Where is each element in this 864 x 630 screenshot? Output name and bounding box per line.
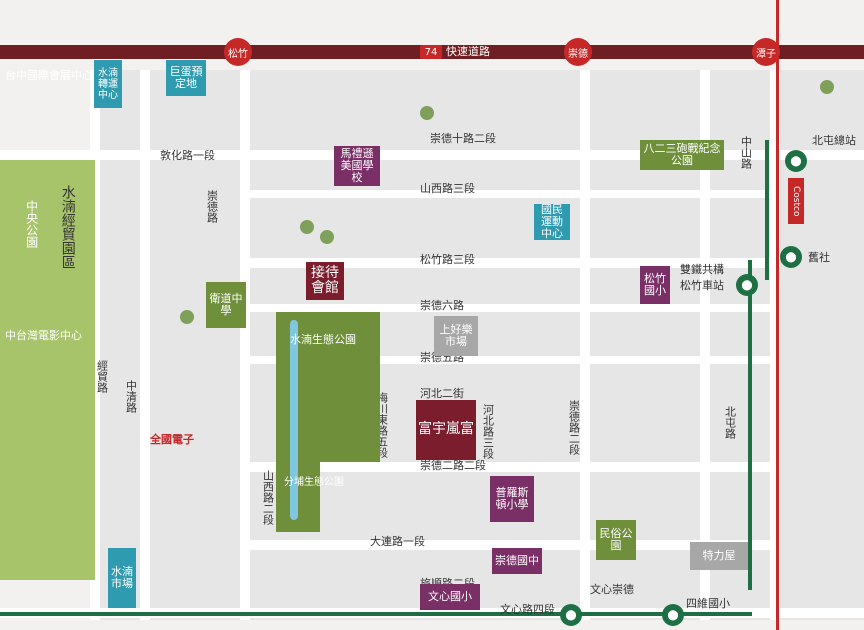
station-chongde: ⬤ — [560, 604, 582, 626]
road-vertical — [140, 70, 150, 620]
central-park-label: 中央公園 — [24, 200, 39, 248]
film-center-label: 中台灣電影中心 — [5, 329, 82, 342]
road-label: 旅順路二段 — [420, 578, 475, 590]
poi-wenxin-elem: 文心國小 — [420, 584, 480, 610]
road-label: 敦化路一段 — [160, 149, 215, 162]
poi-gym: 國民運動中心 — [534, 203, 570, 240]
road-label-vertical: 崇德路 — [205, 190, 219, 223]
station-label: 文心崇德 — [590, 583, 634, 596]
road-vertical — [240, 70, 250, 620]
shuinan-trade-park — [0, 160, 95, 580]
interchange-badge: 潭子 — [752, 38, 780, 66]
road-vertical — [700, 70, 710, 620]
poi-weidao: 衛道中學 — [206, 282, 246, 328]
road-horizontal — [250, 304, 770, 312]
station-siwei: ⬤ — [662, 604, 684, 626]
tree-icon — [180, 310, 194, 324]
road-label: 大連路一段 — [370, 535, 425, 548]
rail-red — [776, 0, 779, 630]
road-label-vertical: 崇德路二段 — [567, 400, 581, 455]
road-label: 河北二街 — [420, 387, 464, 400]
poi-songzhu-elem: 松竹國小 — [640, 266, 670, 304]
fenyuan-label: 分埔生態公園 — [284, 477, 344, 488]
road-horizontal — [250, 356, 770, 364]
road-label: 文心路四段 — [500, 603, 555, 616]
poi-minsu-park: 民俗公園 — [596, 520, 636, 560]
road-label-vertical: 中清路 — [124, 380, 138, 413]
station-label: 北屯總站 — [812, 134, 856, 147]
road-vertical — [90, 70, 100, 620]
road-horizontal — [250, 462, 770, 472]
rail-green-curve — [765, 140, 769, 280]
exhibition-label: 台中國際會展中心 — [5, 69, 93, 82]
road-label: 松竹路三段 — [420, 253, 475, 266]
rail-green — [748, 260, 752, 590]
tree-icon — [320, 230, 334, 244]
station-beitun: ⬤ — [785, 150, 807, 172]
poi-putian: 普羅斯頓小學 — [490, 476, 534, 522]
station-label: 松竹車站 — [680, 279, 724, 292]
poi-morrison-school: 馬禮遜美國學校 — [334, 146, 380, 186]
station-songzhu: ⬤ — [736, 274, 758, 296]
interchange-label: 潭子 — [756, 48, 776, 60]
freeway-name: 快速道路 — [446, 45, 490, 58]
tree-icon — [300, 220, 314, 234]
interchange-badge: 崇德 — [564, 38, 592, 66]
costco-sign: Costco — [788, 178, 804, 224]
rail-green-bottom — [0, 612, 752, 616]
road-label-vertical: 經貿路 — [95, 360, 109, 393]
poi-dome-site: 巨蛋預定地 — [166, 60, 206, 96]
road-horizontal — [250, 540, 770, 550]
interchange-badge: 松竹 — [224, 38, 252, 66]
road-horizontal — [250, 190, 770, 198]
station-jiushe: ⬤ — [780, 246, 802, 268]
legend-quanguo: 全國電子 — [150, 433, 194, 446]
poi-shanghao-market: 上好樂市場 — [434, 316, 478, 356]
road-label-vertical: 山西路二段 — [261, 470, 275, 525]
road-label: 崇德五路 — [420, 351, 464, 364]
tree-icon — [420, 106, 434, 120]
ecopark-label: 水湳生態公園 — [290, 333, 356, 346]
river — [290, 320, 298, 520]
road-vertical — [770, 70, 780, 620]
interchange-label: 松竹 — [228, 48, 248, 60]
poi-chongde-mid: 崇德國中 — [492, 548, 542, 574]
tree-icon — [820, 80, 834, 94]
poi-shuinan-center: 水湳轉運中心 — [94, 60, 122, 108]
poi-reception: 接待會館 — [306, 262, 344, 300]
road-label: 崇德二路二段 — [420, 459, 486, 472]
road-label-vertical: 河北路三段 — [481, 404, 495, 459]
road-label: 崇德十路二段 — [430, 132, 496, 145]
station-label: 舊社 — [808, 251, 830, 264]
road-label: 山西路三段 — [420, 182, 475, 195]
station-label: 四維國小 — [686, 597, 730, 610]
poi-project: 富宇嵐富 — [416, 400, 476, 460]
poi-shuinan-market: 水湳市場 — [108, 548, 136, 608]
road-label: 崇德六路 — [420, 299, 464, 312]
road-label-vertical: 北屯路 — [723, 406, 737, 439]
block-area — [90, 70, 240, 620]
shuinan-trade-label: 水湳經貿園區 — [59, 185, 76, 269]
road-horizontal — [250, 258, 770, 268]
station-label: 雙鐵共構 — [680, 263, 724, 276]
road-label-vertical: 中山路 — [739, 136, 753, 169]
interchange-label: 崇德 — [568, 48, 588, 60]
road-vertical — [580, 70, 590, 620]
ecopark-2 — [276, 462, 320, 532]
freeway-shield: 74 — [420, 45, 442, 59]
road-horizontal — [0, 150, 864, 160]
poi-special: 特力屋 — [690, 542, 748, 570]
poi-823-park: 八二三砲戰紀念公園 — [640, 140, 724, 170]
